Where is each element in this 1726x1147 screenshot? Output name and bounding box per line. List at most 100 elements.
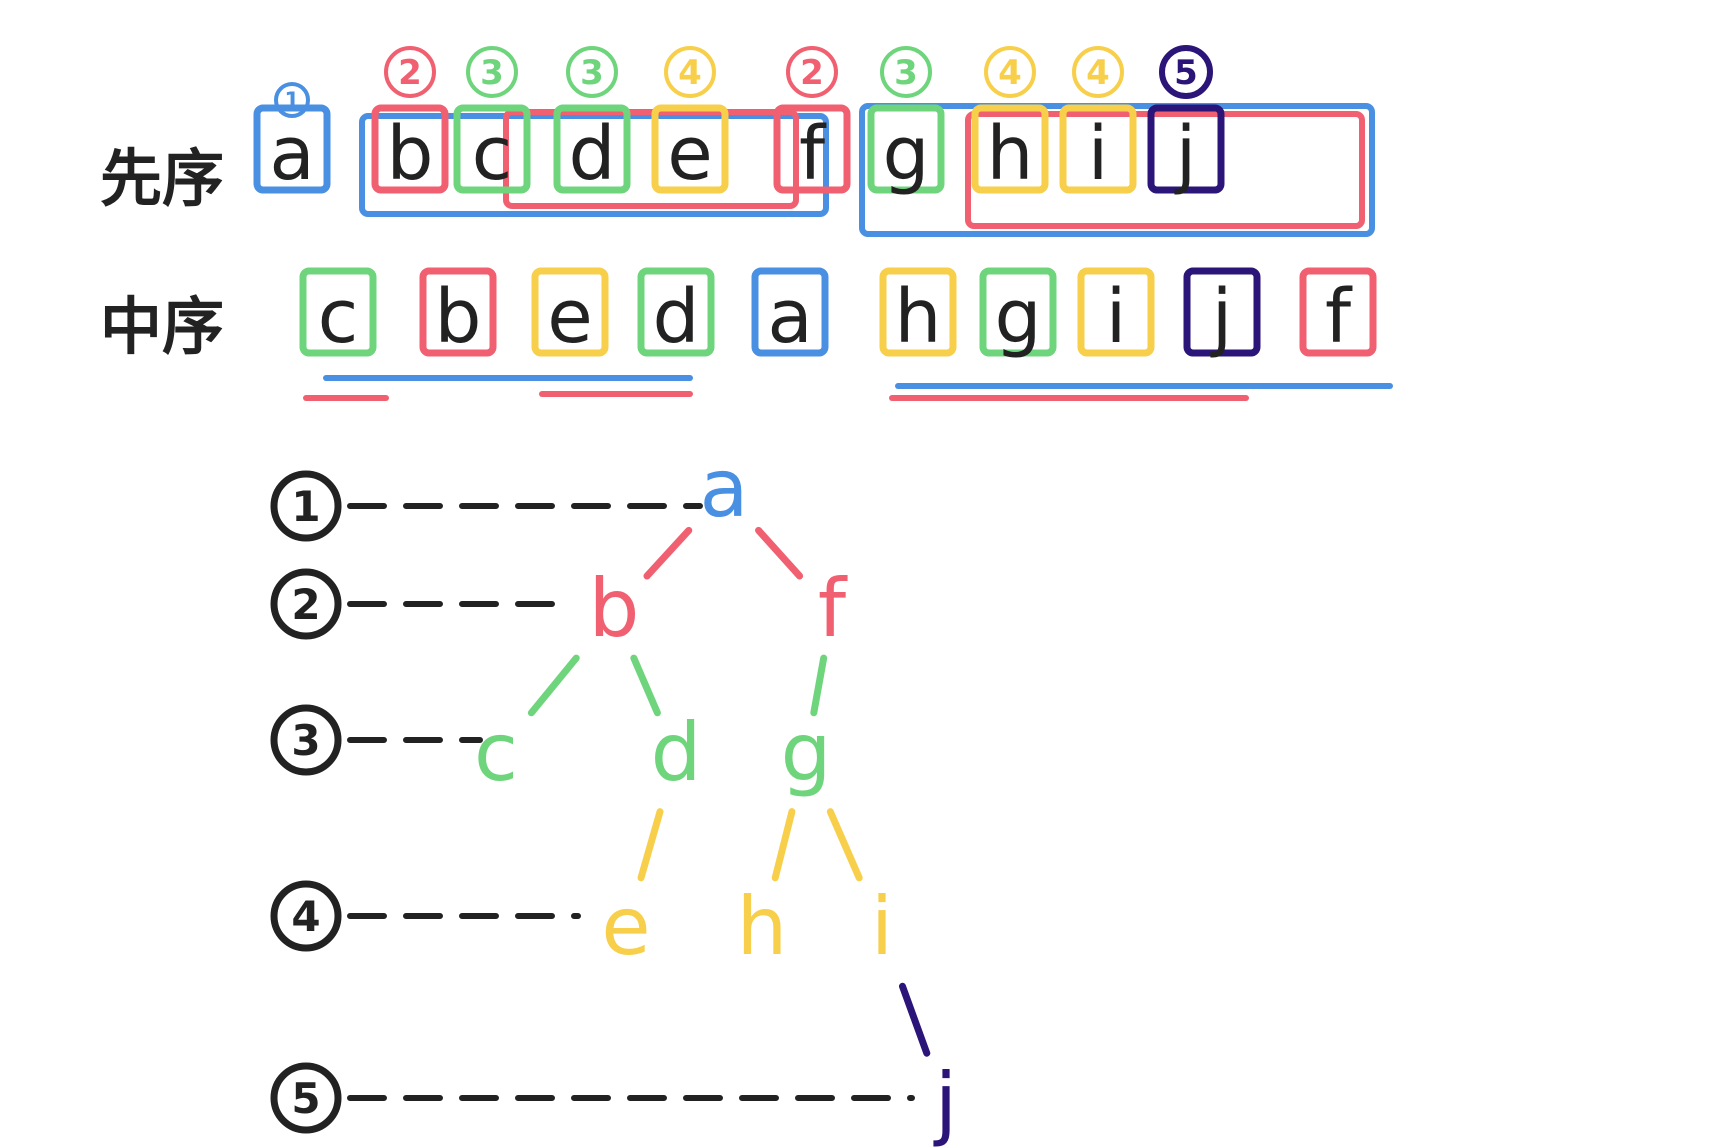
level-marker-circle	[270, 1062, 342, 1134]
preorder-cell-char: h	[987, 111, 1034, 197]
preorder-cell-box	[253, 104, 331, 194]
preorder-cell-box	[773, 104, 851, 194]
preorder-marker-number: 5	[1174, 53, 1198, 93]
inorder-cell-box	[1299, 267, 1377, 357]
tree-edge-a-f	[755, 526, 804, 580]
preorder-marker-number: 3	[894, 53, 918, 93]
preorder-marker-number: 2	[800, 53, 824, 93]
inorder-cell-box	[419, 267, 497, 357]
preorder-marker-number: 2	[398, 53, 422, 93]
preorder-cell-char: d	[569, 111, 616, 197]
tree-node-c: c	[474, 706, 518, 799]
tree-edge-d-e	[637, 808, 664, 882]
level-marker-number: 2	[291, 580, 320, 629]
level-marker-circle	[270, 880, 342, 952]
inorder-subtree-underlines	[303, 375, 1393, 401]
inorder-label: 中序	[100, 290, 224, 363]
tree-edge-g-h	[771, 808, 796, 882]
preorder-cell-char: g	[883, 111, 930, 197]
preorder-marker-number: 3	[580, 53, 604, 93]
preorder-cell-box	[971, 104, 1049, 194]
level-marker-circle	[270, 470, 342, 542]
preorder-cell-char: f	[799, 111, 827, 197]
preorder-label: 先序	[100, 142, 224, 215]
tree-node-e: e	[601, 880, 650, 973]
inorder-cell-box	[1077, 267, 1155, 357]
level-marker-circle	[270, 568, 342, 640]
preorder-marker-circle	[274, 82, 310, 118]
preorder-marker-circle	[1159, 45, 1213, 99]
tree-edge-b-c	[527, 654, 580, 717]
tree-edge-f-g	[810, 654, 828, 717]
preorder-cell-box	[553, 104, 631, 194]
preorder-level-markers: 1 2 3 3 4 2 3 4 4 5	[274, 45, 1213, 118]
preorder-cell-char: e	[667, 111, 713, 197]
inorder-cell-box	[1183, 267, 1261, 357]
tree-edge-g-i	[826, 808, 863, 882]
preorder-cell-char: c	[472, 111, 513, 197]
tree-edges	[527, 526, 931, 1057]
preorder-marker-circle	[984, 46, 1036, 98]
inorder-cell-char: j	[1210, 274, 1233, 360]
preorder-marker-number: 1	[284, 89, 299, 114]
preorder-cell-box	[1147, 104, 1225, 194]
inorder-cell-char: f	[1325, 274, 1353, 360]
preorder-cell-box	[1059, 104, 1137, 194]
inorder-cell-char: e	[547, 274, 593, 360]
preorder-cell-char: j	[1174, 111, 1197, 197]
preorder-marker-circle	[1072, 46, 1124, 98]
level-marker-number: 3	[291, 716, 320, 765]
inorder-cell-char: a	[767, 274, 812, 360]
preorder-marker-number: 4	[678, 53, 702, 93]
inorder-cell-box	[879, 267, 957, 357]
preorder-marker-circle	[664, 46, 716, 98]
level-marker-number: 4	[291, 892, 320, 941]
inorder-cell-box	[299, 267, 377, 357]
inorder-cell-char: h	[895, 274, 942, 360]
preorder-marker-circle	[786, 46, 838, 98]
preorder-g-subtree-box	[965, 111, 1365, 229]
tree-node-d: d	[651, 706, 702, 799]
preorder-cell-box	[453, 104, 531, 194]
tree-node-g: g	[781, 706, 832, 799]
level-guides: 1 2 3 4 5	[270, 470, 915, 1134]
tree-edge-a-b	[643, 526, 693, 580]
inorder-cell-char: b	[435, 274, 482, 360]
tree-node-a: a	[699, 442, 748, 535]
tree-node-i: i	[871, 880, 893, 973]
inorder-cell-char: i	[1106, 274, 1127, 360]
tree-node-j: j	[933, 1056, 957, 1147]
preorder-marker-number: 3	[480, 53, 504, 93]
inorder-cell-char: g	[995, 274, 1042, 360]
preorder-left-subtree-box	[359, 113, 829, 217]
preorder-cell-char: i	[1088, 111, 1109, 197]
tree-edge-i-j	[898, 982, 931, 1057]
preorder-marker-number: 4	[998, 53, 1022, 93]
tree-node-b: b	[589, 562, 640, 655]
level-marker-number: 1	[291, 482, 320, 531]
preorder-marker-circle	[566, 46, 618, 98]
preorder-cell-char: a	[269, 111, 314, 197]
tree-node-h: h	[737, 880, 788, 973]
tree-node-f: f	[818, 562, 848, 655]
preorder-marker-number: 4	[1086, 53, 1110, 93]
inorder-cell-char: c	[318, 274, 359, 360]
inorder-cell-box	[531, 267, 609, 357]
level-marker-circle	[270, 704, 342, 776]
preorder-marker-circle	[384, 46, 436, 98]
tree-edge-b-d	[630, 654, 661, 717]
level-marker-number: 5	[291, 1074, 320, 1123]
preorder-b-subtree-box	[503, 109, 799, 209]
preorder-cell-box	[371, 104, 449, 194]
preorder-marker-circle	[880, 46, 932, 98]
preorder-cell-box	[651, 104, 729, 194]
inorder-cell-box	[637, 267, 715, 357]
inorder-cell-char: d	[653, 274, 700, 360]
preorder-marker-circle	[466, 46, 518, 98]
preorder-cell-box	[867, 104, 945, 194]
inorder-cell-box	[979, 267, 1057, 357]
